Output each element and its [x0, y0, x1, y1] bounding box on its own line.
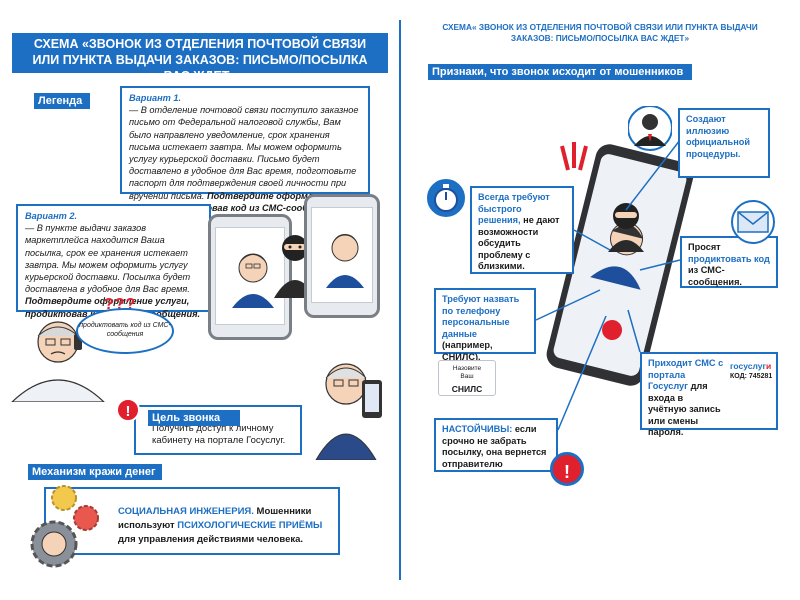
sign1-text: Создают иллюзию официальной процедуры.: [686, 114, 750, 159]
phone-illustration-left: [208, 214, 292, 340]
thief-head-icon: [608, 203, 644, 252]
alert-icon: !: [550, 452, 584, 486]
connector-lines: [535, 139, 681, 431]
sign3-blue: продиктовать код: [688, 253, 770, 264]
worried-man-icon: [11, 321, 105, 402]
mech-term-psych-techniques: ПСИХОЛОГИЧЕСКИЕ ПРИЁМЫ: [177, 520, 323, 531]
snils-word: СНИЛС: [451, 384, 483, 394]
phone-illustration-right: [304, 194, 380, 318]
legend-label: Легенда: [34, 93, 90, 109]
variant-2-text: — В пункте выдачи заказов маркетплейса н…: [25, 223, 191, 295]
snils-line1: Назовите: [452, 365, 482, 372]
signs-label: Признаки, что звонок исходит от мошенник…: [428, 64, 692, 80]
sign-personal-data: Требуют назвать по телефону персональные…: [434, 288, 536, 362]
goal-box: Получить доступ к личному кабинету на по…: [134, 405, 302, 455]
sign3-plain-a: Просят: [688, 242, 721, 252]
variant-1-bubble: Вариант 1. — В отделение почтовой связи …: [120, 86, 370, 213]
variant-1-emphasis: Подтвердите оформление услуги, продиктов…: [129, 190, 341, 213]
sign5-bold: для входа в учётную запись или смены пар…: [648, 381, 721, 437]
caller-avatar-icon: [232, 253, 274, 308]
sign-sms-code: Просят продиктовать код из СМС-сообщения…: [680, 236, 778, 288]
mechanism-box: СОЦИАЛЬНАЯ ИНЖЕНЕРИЯ. Мошенники использу…: [44, 487, 340, 555]
left-title: СХЕМА «ЗВОНОК ИЗ ОТДЕЛЕНИЯ ПОЧТОВОЙ СВЯЗ…: [12, 33, 388, 83]
gosuslugi-code: КОД: 745281: [730, 373, 773, 380]
alarm-marks-icon: [560, 142, 588, 171]
variant-2-bubble: Вариант 2. — В пункте выдачи заказов мар…: [16, 204, 211, 319]
sign6-blue: НАСТОЙЧИВЫ:: [442, 424, 513, 434]
right-title: СХЕМА« ЗВОНОК ИЗ ОТДЕЛЕНИЯ ПОЧТОВОЙ СВЯЗ…: [442, 22, 758, 43]
gosuslugi-sms-card: госуслуги КОД: 745281: [730, 362, 778, 392]
sign6-text: если срочно не забрать посылку, она верн…: [442, 424, 547, 469]
sign-persistent: НАСТОЙЧИВЫ: если срочно не забрать посыл…: [434, 418, 558, 472]
mech-text-2: для управления действиями человека.: [118, 534, 304, 545]
caller-avatar-icon: [326, 234, 364, 288]
sign-official-procedure: Создают иллюзию официальной процедуры.: [678, 108, 770, 178]
variant-1-heading: Вариант 1.: [129, 93, 182, 103]
sign4-plain: (например,: [442, 340, 493, 350]
sign3-bold: СМС-сообщения.: [688, 265, 742, 287]
sign-urgency: Всегда требуют быстрого решения, не дают…: [470, 186, 574, 274]
mech-text-1: Мошенники используют: [118, 506, 312, 531]
mechanism-label: Механизм кражи денег: [28, 464, 162, 480]
official-man-icon: [628, 106, 672, 151]
gears-icon: [30, 485, 99, 568]
envelope-icon: [731, 200, 775, 244]
sign3-plain-b: из: [688, 265, 699, 275]
goal-label: Цель звонка: [148, 410, 240, 426]
gosuslugi-logo: госуслуги: [730, 361, 772, 371]
variant-2-heading: Вариант 2.: [25, 211, 78, 221]
snils-line2: Ваш: [460, 373, 474, 380]
variant-1-text: — В отделение почтовой связи поступило з…: [129, 105, 359, 201]
snils-card: Назовите Ваш СНИЛС: [438, 360, 496, 396]
stopwatch-icon: [425, 177, 467, 219]
sign2-blue: Всегда требуют быстрого решения,: [478, 192, 550, 225]
thought-bubble: продиктовать код из СМС-сообщения: [76, 308, 174, 354]
sign4-blue: Требуют назвать по телефону персональные…: [442, 294, 520, 339]
sign2-text: не дают возможности обсудить проблему с …: [478, 215, 560, 271]
elderly-man-phone-icon: [315, 363, 382, 460]
sign5-blue: Приходит СМС с портала Госуслуг: [648, 358, 724, 391]
mech-term-social-engineering: СОЦИАЛЬНАЯ ИНЖЕНЕРИЯ.: [118, 506, 254, 517]
page-divider: [399, 20, 401, 580]
alert-icon: !: [116, 398, 140, 422]
sign4-bold: СНИЛС).: [442, 351, 481, 362]
sign-gosuslugi-sms: Приходит СМС с портала Госуслуг для вход…: [640, 352, 778, 437]
